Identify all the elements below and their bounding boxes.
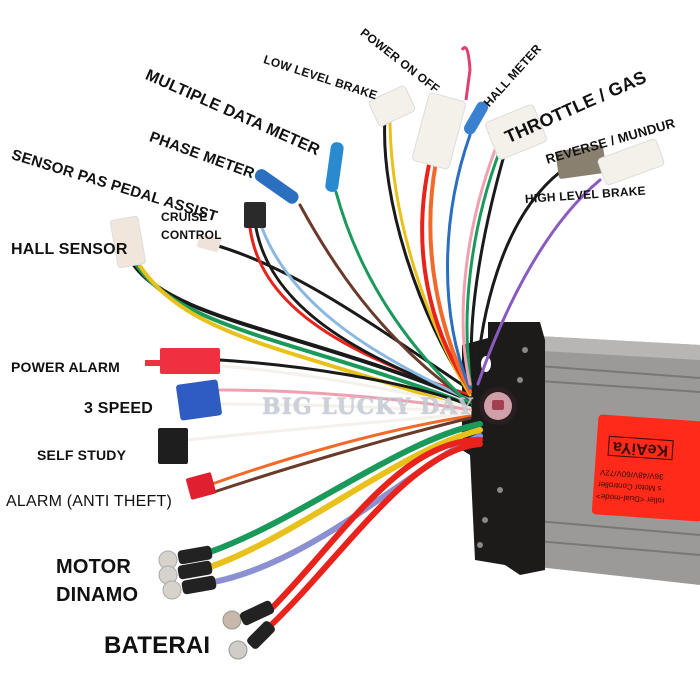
screw (477, 542, 483, 548)
power-alarm-wire-white (218, 364, 472, 410)
label-power-alarm: POWER ALARM (11, 359, 121, 375)
controller-ridge (524, 364, 700, 379)
hall-meter-wire (446, 133, 472, 390)
throttle-connector (485, 104, 547, 160)
hall-meter-connector (464, 101, 488, 135)
watermark: BIG LUCKY DAY (262, 394, 474, 420)
motor-wire-yellow (207, 427, 483, 570)
high-brake-wire (476, 178, 602, 386)
pas-wire-black (254, 226, 472, 400)
label-motor: MOTOR (56, 556, 132, 578)
power-on-off-loop (460, 46, 472, 101)
screw (482, 517, 488, 523)
multiple-data-meter-connector (325, 142, 344, 192)
motor-terminal (162, 580, 182, 600)
robot-icon (492, 400, 504, 410)
battery-heatshrink (247, 621, 275, 649)
power-wire-red (420, 158, 472, 392)
battery-wire-black (265, 441, 483, 631)
three-speed-connector (176, 379, 222, 421)
high-level-brake-connector (597, 138, 665, 186)
label-hall-sensor: HALL SENSOR (11, 241, 128, 258)
three-speed-wire-pink (218, 388, 472, 412)
battery-heatshrink (239, 600, 275, 626)
motor-heatshrink (177, 560, 213, 580)
motor-wire-green (207, 421, 483, 555)
data-meter-wire (334, 190, 472, 406)
hall-sensor-wire-yellow (138, 264, 472, 412)
label-dinamo: DINAMO (56, 584, 139, 606)
pas-sensor-connector (244, 202, 266, 228)
hall-sensor-connector (110, 215, 146, 269)
controller-ridge (524, 379, 700, 393)
battery-terminal (228, 640, 248, 660)
label-3-speed: 3 SPEED (84, 400, 153, 417)
controller-ridge (524, 519, 700, 536)
power-alarm-wire-black (218, 358, 472, 407)
alarm-anti-theft-connector (186, 472, 216, 500)
phase-meter-wire (298, 203, 472, 404)
controller-top-face (520, 335, 700, 360)
throttle-wire-green (465, 148, 502, 388)
motor-heatshrink (181, 575, 217, 595)
label-baterai: BATERAI (104, 632, 211, 659)
wire-bundle (130, 116, 602, 631)
self-study-connector (158, 428, 188, 464)
battery-terminal (222, 610, 242, 630)
label-self-study: SELF STUDY (37, 447, 127, 463)
reverse-wire (474, 170, 562, 388)
power-wire-orange (428, 160, 472, 394)
cruise-control-connector (197, 233, 221, 253)
power-on-off-connector (411, 92, 467, 170)
connectors (110, 46, 665, 660)
cruise-wire (213, 243, 472, 392)
anti-theft-wire-orange (210, 414, 472, 486)
controller-end-cap (462, 322, 545, 575)
reverse-connector (555, 145, 607, 179)
anti-theft-wire-brown (212, 416, 472, 494)
screw (497, 487, 503, 493)
screw (517, 377, 523, 383)
battery-wire-red (267, 437, 483, 613)
label-control: CONTROL (161, 228, 222, 242)
phase-meter-connector (254, 169, 299, 204)
motor-heatshrink (177, 545, 213, 565)
self-study-wire (186, 412, 472, 442)
screw (522, 347, 528, 353)
power-alarm-connector (160, 348, 220, 374)
controller-ridge (524, 539, 700, 556)
label-alarm-anti-theft: ALARM (ANTI THEFT) (6, 493, 172, 510)
label-cruise: CRUISE (161, 210, 208, 224)
throttle-wire-pink (461, 148, 497, 386)
low-level-brake-connector (368, 85, 416, 127)
pas-wire-lightblue (260, 226, 472, 402)
throttle-wire-black (469, 150, 507, 390)
power-alarm-tip (145, 360, 163, 366)
three-speed-wire-white (218, 402, 472, 414)
